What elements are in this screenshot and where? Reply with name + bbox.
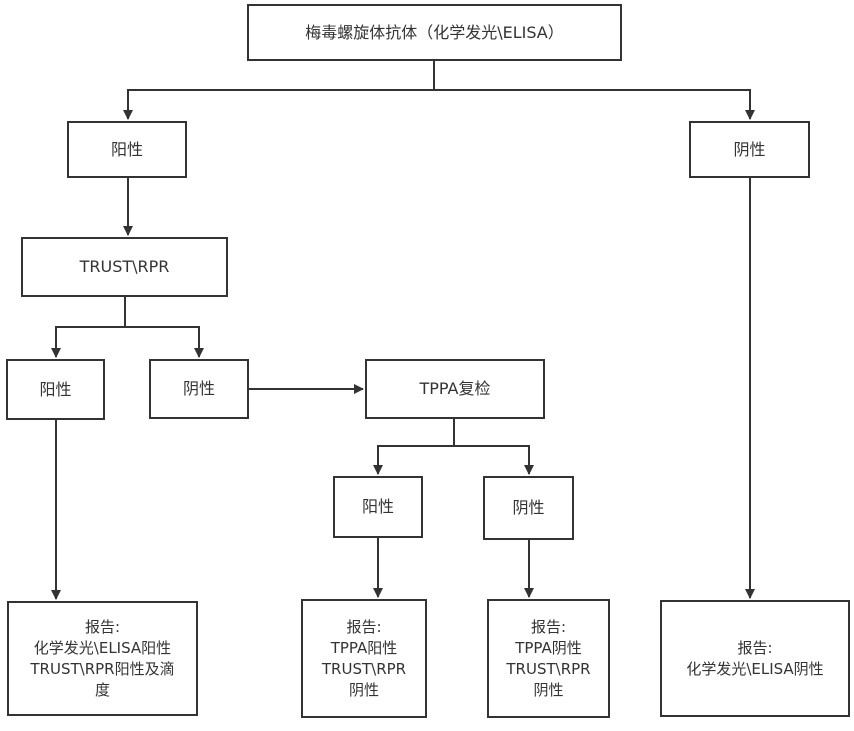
screen-positive-node: 阳性 <box>67 121 187 178</box>
tppa-positive-node: 阳性 <box>333 476 423 538</box>
rpr-positive-node: 阳性 <box>6 359 105 420</box>
connector-rpr-to-negative <box>125 326 204 358</box>
report-tppa-negative: 报告: TPPA阴性 TRUST\RPR 阴性 <box>487 599 610 718</box>
report-screen-negative: 报告: 化学发光\ELISA阴性 <box>660 600 850 717</box>
report-rpr-positive: 报告: 化学发光\ELISA阳性 TRUST\RPR阳性及滴 度 <box>7 601 198 716</box>
rpr-negative-node: 阴性 <box>149 359 249 419</box>
connector-root-to-negative <box>434 89 755 120</box>
report-tppa-positive: 报告: TPPA阳性 TRUST\RPR 阴性 <box>301 599 427 718</box>
rpr-test-node: TRUST\RPR <box>21 237 228 297</box>
tppa-recheck-node: TPPA复检 <box>365 359 545 419</box>
tppa-negative-node: 阴性 <box>483 476 574 540</box>
screen-negative-node: 阴性 <box>689 121 810 178</box>
connector-rpr-to-positive <box>51 297 126 358</box>
connector-tppa-to-positive <box>373 418 455 475</box>
root-node-antibody-test: 梅毒螺旋体抗体（化学发光\ELISA） <box>247 4 622 61</box>
connector-tppa-to-negative <box>454 445 534 475</box>
connector-root-to-positive <box>123 60 435 120</box>
